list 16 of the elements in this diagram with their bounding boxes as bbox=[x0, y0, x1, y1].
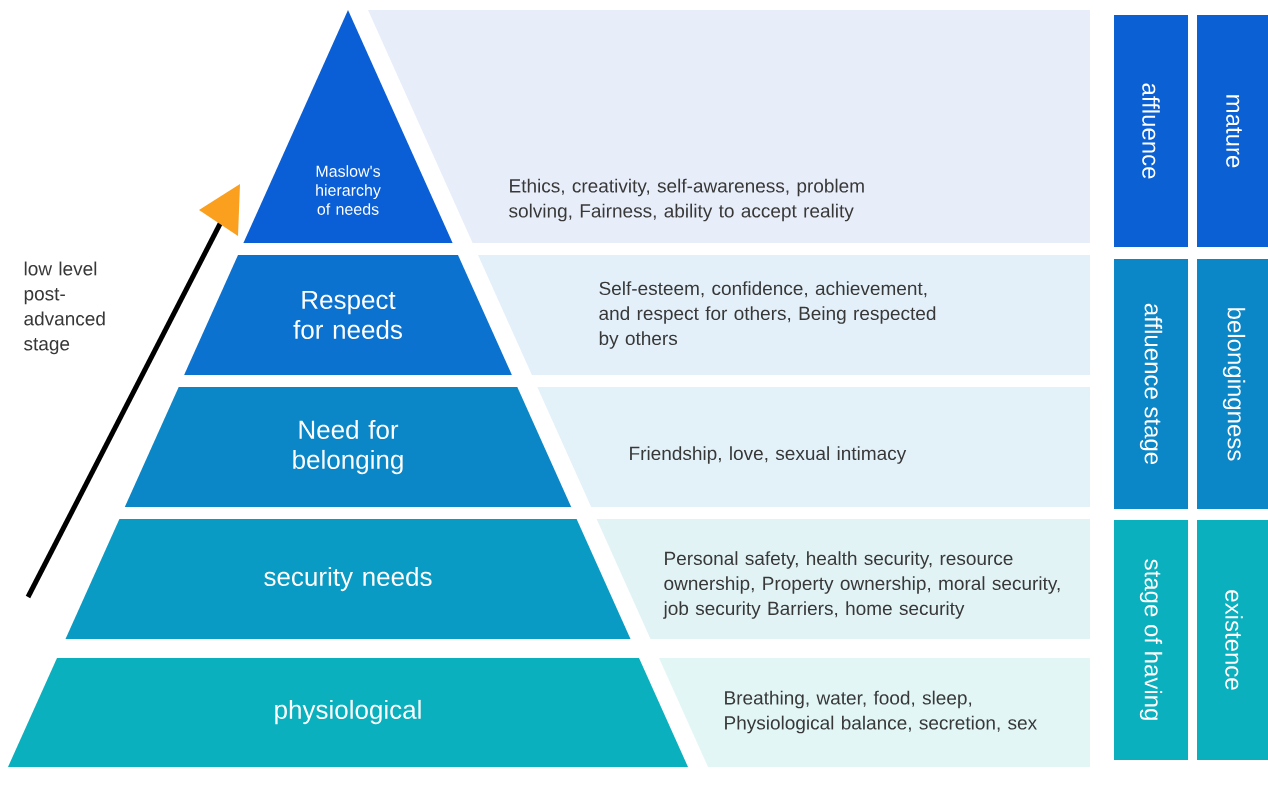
pyramid-level: physiological bbox=[8, 658, 688, 767]
stage-column: stage of having bbox=[1114, 520, 1188, 760]
stage-column: existence bbox=[1197, 520, 1268, 760]
stage-column: affluence stage bbox=[1114, 259, 1188, 509]
pyramid-level: Need for belonging bbox=[124, 387, 572, 507]
pyramid-level: Maslow's hierarchy of needs bbox=[243, 10, 453, 243]
description-band: Personal safety, health security, resource ownership, Property ownership, moral security, job security Barriers, home security bbox=[596, 519, 1090, 639]
description-band: Breathing, water, food, sleep, Physiological balance, secretion, sex bbox=[659, 658, 1090, 767]
arrow-label: low level post-advanced stage bbox=[24, 261, 105, 355]
pyramid-level: security needs bbox=[65, 519, 631, 639]
description-band: Self-esteem, confidence, achievement, and respect for others, Being respected by others bbox=[478, 255, 1090, 375]
stage-column: mature bbox=[1197, 15, 1268, 247]
description-band: Friendship, love, sexual intimacy bbox=[537, 387, 1090, 507]
pyramid-level: Respect for needs bbox=[184, 255, 512, 375]
stage-column: affluence bbox=[1114, 15, 1188, 247]
stage-column: belongingness bbox=[1197, 259, 1268, 509]
